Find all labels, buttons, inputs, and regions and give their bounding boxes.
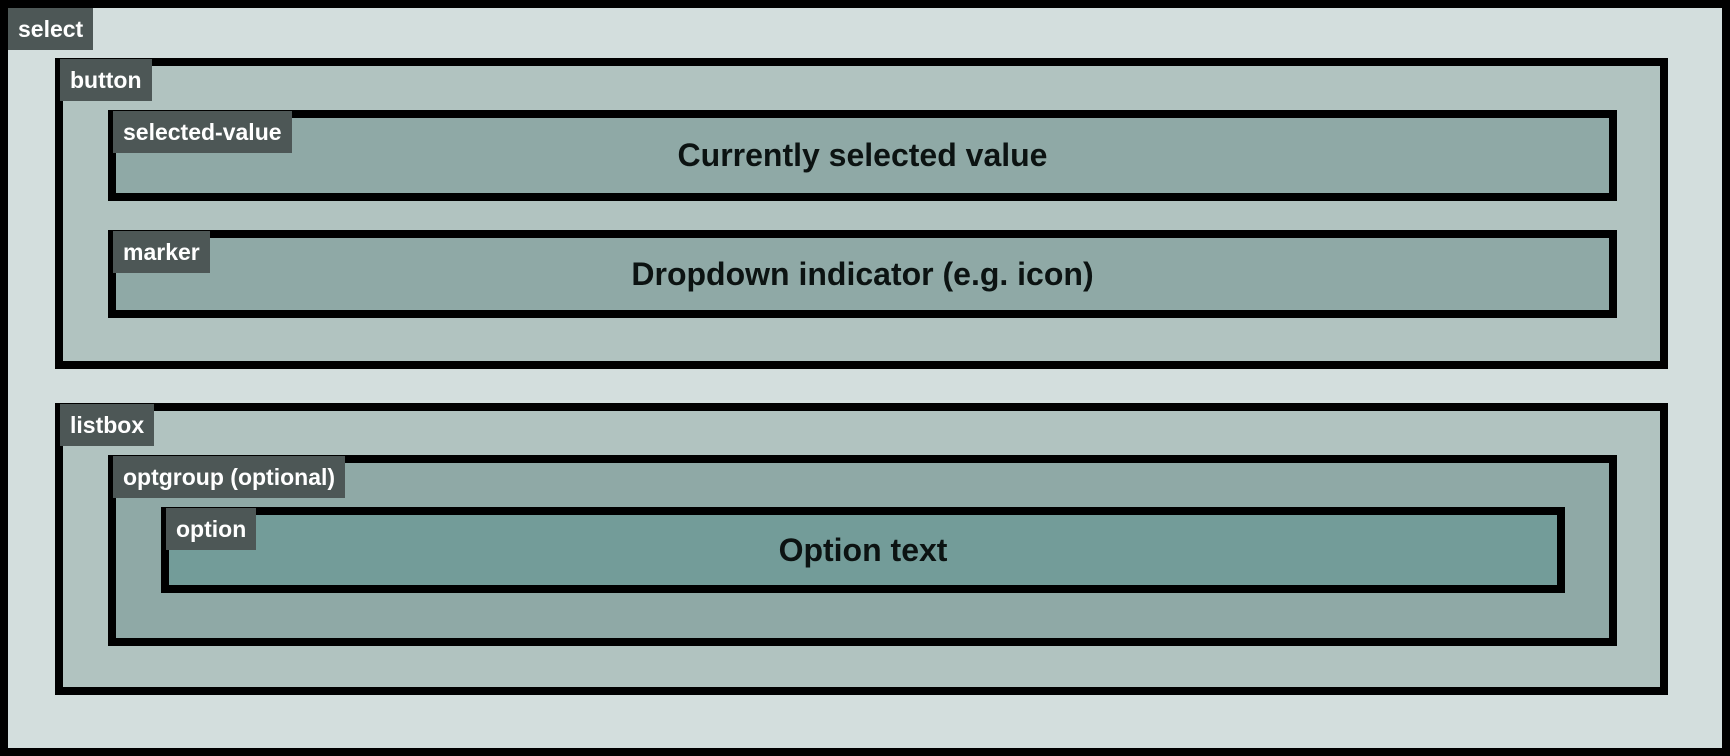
listbox-tag: listbox bbox=[60, 404, 155, 446]
optgroup-box: optgroup (optional) option Option text bbox=[108, 455, 1617, 646]
optgroup-tag: optgroup (optional) bbox=[113, 456, 346, 498]
selected-value-text: Currently selected value bbox=[677, 137, 1048, 173]
option-box: option Option text bbox=[161, 507, 1565, 593]
option-tag: option bbox=[166, 508, 257, 550]
listbox-box: listbox optgroup (optional) option Optio… bbox=[55, 403, 1668, 695]
select-box: select button selected-value Currently s… bbox=[8, 8, 1722, 748]
option-text: Option text bbox=[778, 531, 948, 568]
selected-value-tag: selected-value bbox=[113, 111, 292, 153]
selected-value-box: selected-value Currently selected value bbox=[108, 110, 1617, 201]
select-tag: select bbox=[8, 8, 94, 50]
marker-text: Dropdown indicator (e.g. icon) bbox=[631, 255, 1094, 292]
button-box: button selected-value Currently selected… bbox=[55, 58, 1668, 369]
button-tag: button bbox=[60, 59, 152, 101]
marker-box: marker Dropdown indicator (e.g. icon) bbox=[108, 230, 1617, 318]
marker-tag: marker bbox=[113, 231, 210, 273]
